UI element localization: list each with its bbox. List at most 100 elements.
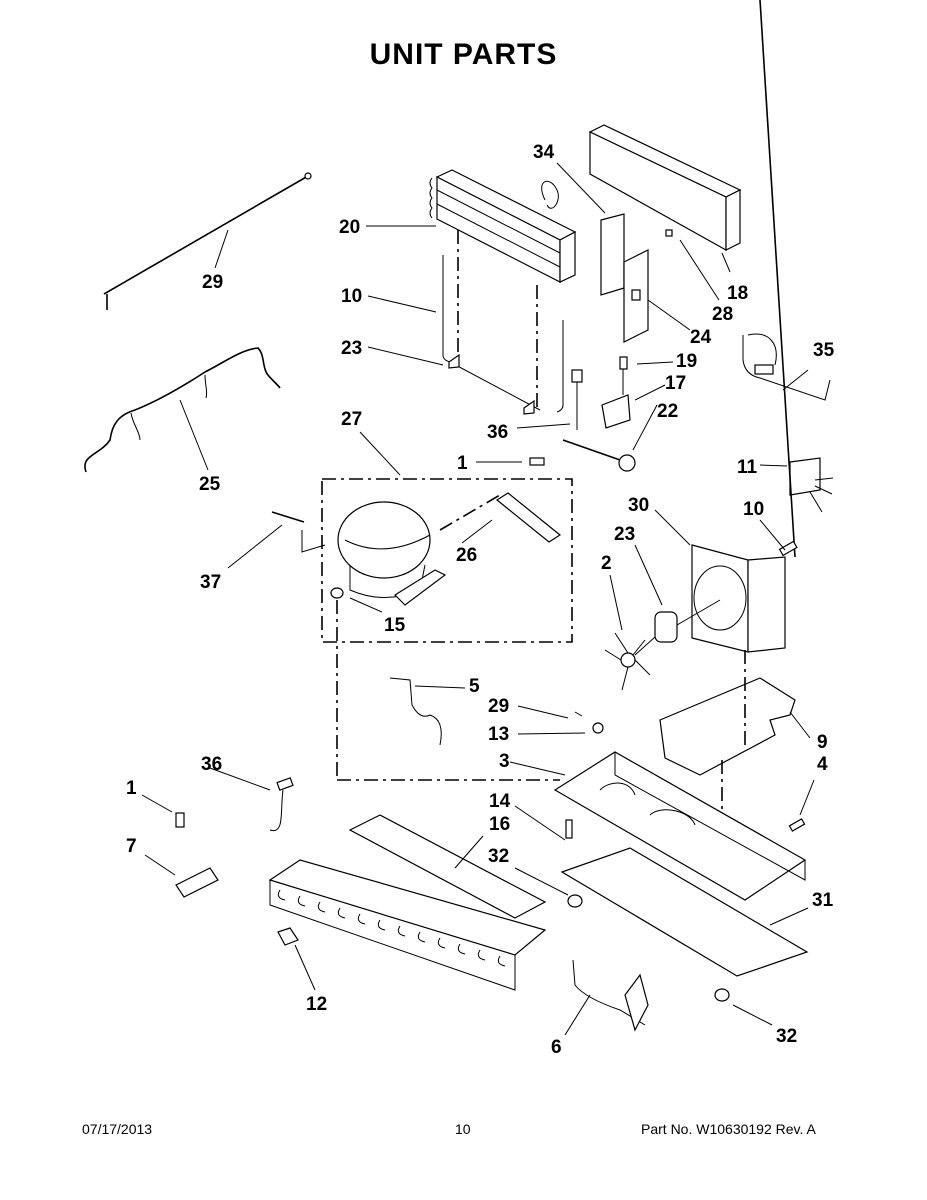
- alignment-line: [439, 494, 501, 531]
- callout-19: 19: [676, 351, 697, 372]
- callout-5: 5: [469, 676, 480, 697]
- callout-14: 14: [489, 791, 511, 812]
- callout-17: 17: [665, 373, 686, 394]
- callout-8: 9: [817, 732, 828, 753]
- arrow-32-upper: [514, 867, 569, 896]
- callout-37: 37: [200, 572, 221, 593]
- arrow-22: [634, 544, 663, 606]
- harness-34-capsule: [754, 364, 774, 375]
- callout-32-lower: 32: [776, 1026, 797, 1047]
- evaporator-part: [429, 169, 577, 283]
- harness-branches: [130, 374, 208, 441]
- clip-12-part: [277, 927, 299, 946]
- harness-34-loop: [747, 333, 777, 366]
- relay-wires: [809, 477, 834, 513]
- arrow-5: [414, 685, 466, 689]
- callout-15: 15: [384, 615, 406, 636]
- cable-end: [304, 172, 312, 180]
- bracket-left: [448, 353, 460, 369]
- arrow-33: [556, 162, 606, 214]
- fan-motor-part: [654, 611, 678, 643]
- screw-9-part: [778, 540, 798, 557]
- arrow-14: [514, 805, 566, 841]
- footer-part-number: Part No. W10630192 Rev. A: [641, 1121, 816, 1137]
- grommet-13-part: [592, 722, 604, 734]
- fan-shaft: [634, 636, 656, 656]
- arrow-17: [634, 384, 666, 401]
- heater-rod: [562, 439, 621, 461]
- arrow-23-right: [647, 299, 691, 331]
- callout-20: 20: [339, 217, 360, 238]
- screw-1-part: [529, 457, 545, 466]
- callout-3: 3: [499, 751, 510, 772]
- arrow-9: [759, 519, 786, 551]
- arrow-6: [564, 994, 591, 1036]
- arrow-11: [759, 464, 788, 467]
- callout-10: 10: [341, 286, 362, 307]
- arrow-31: [769, 907, 809, 926]
- callout-33: 34: [533, 142, 555, 163]
- pin-part: [574, 711, 583, 717]
- callout-4: 4: [817, 754, 828, 775]
- arrow-25: [461, 519, 493, 544]
- screw-1-lower-part: [175, 812, 185, 828]
- callout-6: 6: [551, 1037, 562, 1058]
- callout-36: 36: [487, 422, 508, 443]
- arrow-30: [214, 229, 229, 269]
- arrow-12: [294, 944, 316, 991]
- arrow-8: [789, 711, 811, 739]
- drier-part: [495, 492, 562, 543]
- strap-wire: [301, 530, 326, 553]
- arrow-15: [349, 597, 383, 613]
- callout-23-right: 24: [690, 327, 712, 348]
- callout-11: 11: [737, 457, 758, 478]
- arrow-10: [367, 295, 437, 313]
- drain-pan-part: [659, 677, 796, 776]
- arrow-32-lower: [732, 1004, 773, 1026]
- drain-tube-part: [389, 677, 442, 746]
- screw-14-part: [565, 819, 573, 839]
- arrow-36: [516, 423, 571, 429]
- callout-12: 12: [306, 994, 327, 1015]
- arrow-34: [782, 369, 809, 391]
- sensor-6-body: [624, 973, 649, 1032]
- screw-4-part: [788, 818, 806, 832]
- compressor-part: [337, 501, 447, 606]
- callout-2: 2: [601, 553, 612, 574]
- callout-27: 28: [712, 304, 733, 325]
- callout-26: 27: [341, 409, 362, 430]
- arrow-3: [509, 761, 566, 776]
- callout-34: 35: [813, 340, 835, 361]
- wire-harness-part: [84, 347, 281, 473]
- arrow-7: [144, 854, 176, 876]
- callout-32-upper: 32: [488, 846, 509, 867]
- callout-30: 29: [202, 272, 223, 293]
- arrow-24: [179, 399, 209, 471]
- motor-shaft: [676, 599, 721, 626]
- compressor-group-box: [321, 478, 573, 643]
- arrow-35: [209, 767, 271, 791]
- bracket-lock: [631, 289, 641, 301]
- arrow-26: [359, 431, 401, 476]
- fan-shroud-part: [691, 544, 786, 653]
- callout-35: 36: [201, 754, 222, 775]
- page-title: UNIT PARTS: [369, 38, 558, 71]
- arrow-2: [609, 574, 623, 631]
- screw-axis-9: [759, 0, 796, 558]
- arrow-18: [721, 252, 731, 273]
- condenser-part: [268, 814, 547, 991]
- callout-1-top: 1: [457, 453, 468, 474]
- callout-7: 7: [126, 836, 137, 857]
- connector-36: [571, 369, 583, 383]
- fan-blade-part: [604, 632, 651, 691]
- probe-wire: [556, 320, 564, 413]
- callout-18: 18: [727, 283, 748, 304]
- callout-24: 25: [199, 474, 221, 495]
- callout-25: 26: [456, 545, 477, 566]
- harness-34-part: [742, 335, 831, 401]
- arrow-27: [679, 239, 720, 301]
- callout-arrows: [141, 162, 815, 1036]
- callout-23-left: 23: [341, 338, 362, 359]
- part-drawings: [84, 0, 834, 1032]
- callout-labels: 29 25 37 20 10 23 27 1 26 15 34 18 28 24…: [126, 142, 835, 1058]
